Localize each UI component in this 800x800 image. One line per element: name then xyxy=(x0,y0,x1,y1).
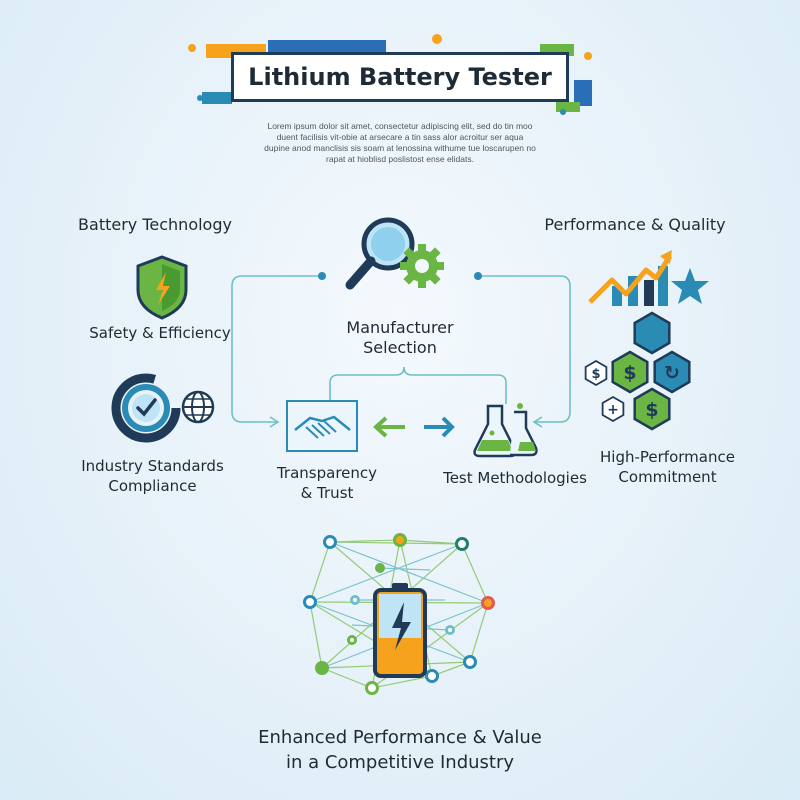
hex-symbol: $ xyxy=(645,399,658,421)
subtitle-line: Lorem ipsum dolor sit amet, consectetur … xyxy=(267,121,533,131)
battery-icon xyxy=(373,583,427,678)
transparency-line2: & Trust xyxy=(300,484,354,502)
manufacturer-selection-label: Manufacturer Selection xyxy=(320,318,480,358)
standards-compliance-label: Industry Standards Compliance xyxy=(65,456,240,496)
subtitle-line: rapat at hioblisd poslistost ense elidat… xyxy=(326,154,474,164)
compliance-ring-icon xyxy=(111,373,181,443)
manufacturer-selection-line2: Selection xyxy=(363,338,437,357)
manufacturer-selection-line1: Manufacturer xyxy=(346,318,454,337)
star-icon xyxy=(671,268,709,304)
commitment-label: High-Performance Commitment xyxy=(580,447,755,487)
safety-efficiency-label: Safety & Efficiency xyxy=(89,324,231,342)
subtitle-line: dupine anod manclisis sis soam at lenoss… xyxy=(264,143,536,153)
commitment-line1: High-Performance xyxy=(600,448,735,466)
page-title: Lithium Battery Tester xyxy=(231,52,569,102)
subtitle-line: duent facilisis vit-obie at arsecare a t… xyxy=(276,132,524,142)
transparency-line1: Transparency xyxy=(276,464,378,482)
commitment-line2: Commitment xyxy=(618,468,717,486)
standards-label-line2: Compliance xyxy=(108,477,197,495)
standards-label-line1: Industry Standards xyxy=(81,457,224,475)
subtitle: Lorem ipsum dolor sit amet, consectetur … xyxy=(262,121,538,165)
transparency-trust-label: Transparency & Trust xyxy=(262,463,392,503)
hex-symbol: $ xyxy=(623,362,636,384)
gear-icon xyxy=(400,244,444,288)
battery-technology-heading: Battery Technology xyxy=(78,215,232,234)
bottom-title-line1: Enhanced Performance & Value xyxy=(258,727,542,748)
test-methodologies-label: Test Methodologies xyxy=(443,469,587,487)
hex-symbol: ↻ xyxy=(664,362,680,384)
magnifier-icon xyxy=(345,217,415,290)
hex-symbol: + xyxy=(607,402,619,418)
hex-symbol: $ xyxy=(591,367,600,382)
bottom-title-line2: in a Competitive Industry xyxy=(285,752,515,773)
performance-quality-heading: Performance & Quality xyxy=(544,215,726,234)
globe-icon xyxy=(181,390,215,424)
bottom-title: Enhanced Performance & Value in a Compet… xyxy=(200,725,600,775)
